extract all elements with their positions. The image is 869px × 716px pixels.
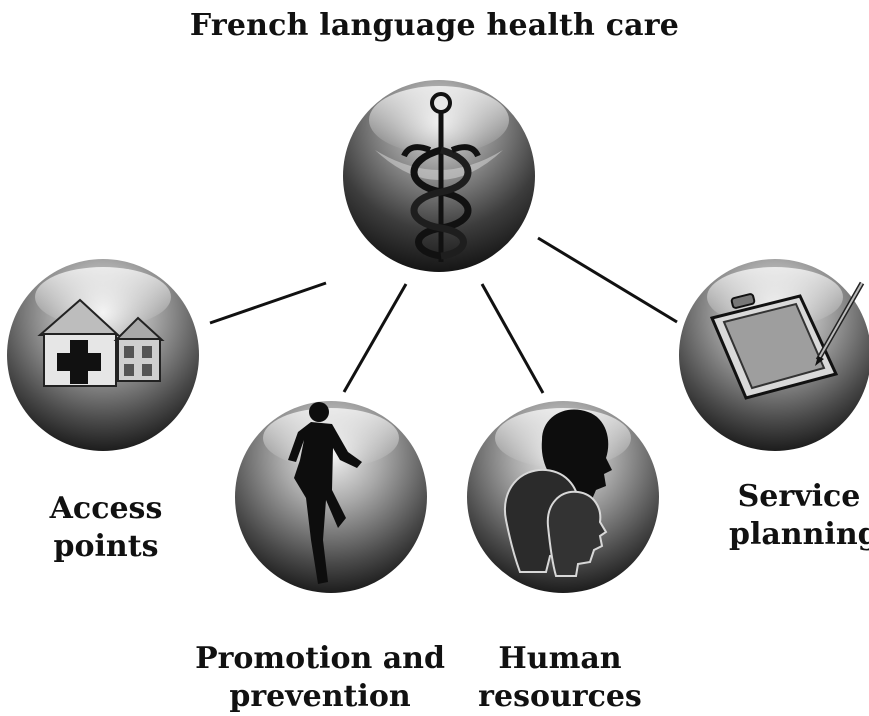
label-human-line-1: Human xyxy=(498,641,622,676)
runner-icon xyxy=(235,401,427,593)
caduceus-icon xyxy=(343,80,535,272)
connector-access xyxy=(209,281,327,325)
label-promotion-prevention: Promotion and prevention xyxy=(190,640,450,716)
label-access-points: Access points xyxy=(46,490,166,566)
tablet-pen-icon xyxy=(679,259,869,451)
connector-promotion xyxy=(342,283,408,393)
connector-service xyxy=(537,236,678,324)
label-promotion-line-1: Promotion and xyxy=(195,641,445,676)
label-human-resources: Human resources xyxy=(470,640,650,716)
label-human-line-2: resources xyxy=(478,679,642,714)
diagram-title: French language health care xyxy=(189,8,680,43)
heads-icon xyxy=(467,401,659,593)
label-service-line-2: planning xyxy=(729,517,869,552)
label-service-planning: Service planning xyxy=(729,478,869,554)
label-promotion-line-2: prevention xyxy=(229,679,411,714)
label-service-line-1: Service xyxy=(737,479,861,514)
hospital-house-icon xyxy=(7,259,199,451)
connector-lines xyxy=(209,236,678,394)
label-access-line-1: Access xyxy=(49,491,163,526)
label-access-line-2: points xyxy=(53,529,159,564)
connector-human xyxy=(480,283,545,394)
